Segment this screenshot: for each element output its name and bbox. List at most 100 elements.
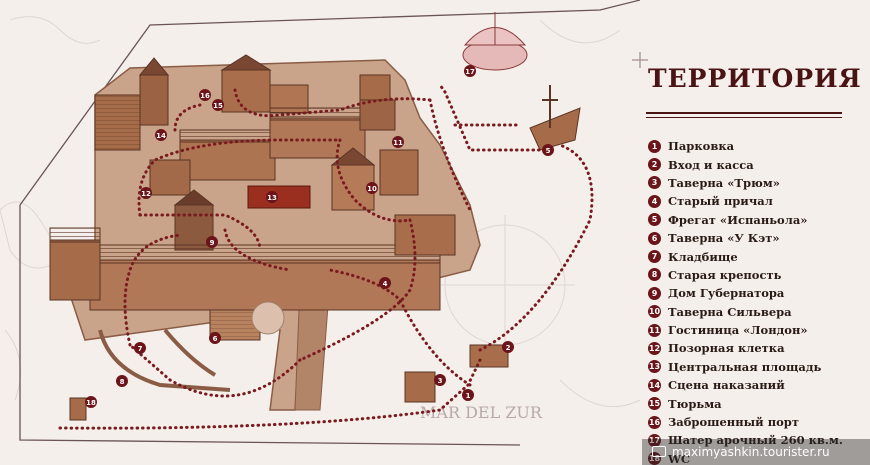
legend-label: Кладбище <box>668 249 738 264</box>
sea-label: MAR DEL ZUR <box>420 403 543 422</box>
svg-text:8: 8 <box>120 378 125 386</box>
fortress-wall <box>98 329 231 392</box>
marker-11: 11 <box>392 136 404 148</box>
marker-8: 8 <box>116 375 128 387</box>
svg-text:6: 6 <box>213 335 218 343</box>
legend-label: Таверна «У Кэт» <box>668 231 780 246</box>
legend-number-badge: 6 <box>648 231 661 245</box>
marker-14: 14 <box>155 129 167 141</box>
legend-number-badge: 3 <box>648 176 661 190</box>
svg-text:5: 5 <box>546 147 551 155</box>
legend-item: 7 Кладбище <box>648 247 868 265</box>
svg-text:10: 10 <box>367 185 377 193</box>
legend-number-badge: 13 <box>648 360 661 374</box>
legend-number-badge: 14 <box>648 378 661 392</box>
legend-label: Дом Губернатора <box>668 286 785 301</box>
svg-text:17: 17 <box>465 68 475 76</box>
legend-label: Гостиница «Лондон» <box>668 323 808 338</box>
legend-number-badge: 2 <box>648 158 661 172</box>
legend-label: WC <box>668 451 691 465</box>
legend-number-badge: 7 <box>648 250 661 264</box>
legend-label: Позорная клетка <box>668 341 785 356</box>
legend-label: Таверна Сильвера <box>668 304 792 319</box>
svg-text:4: 4 <box>383 280 388 288</box>
marker-17: 17 <box>464 65 476 77</box>
svg-text:7: 7 <box>138 345 143 353</box>
marker-5: 5 <box>542 144 554 156</box>
svg-text:1: 1 <box>466 392 471 400</box>
watermark-text: maximyashkin.tourister.ru <box>672 445 830 459</box>
marker-13: 13 <box>266 191 278 203</box>
svg-text:3: 3 <box>438 377 443 385</box>
svg-text:18: 18 <box>86 399 96 407</box>
marker-12: 12 <box>140 187 152 199</box>
legend-label: Центральная площадь <box>668 359 822 374</box>
svg-text:15: 15 <box>213 102 223 110</box>
svg-text:2: 2 <box>506 344 511 352</box>
svg-text:12: 12 <box>141 190 151 198</box>
svg-text:14: 14 <box>156 132 166 140</box>
legend-number-badge: 17 <box>648 433 661 447</box>
legend-item: 6 Таверна «У Кэт» <box>648 229 868 247</box>
legend-number-badge: 10 <box>648 305 661 319</box>
location-markers: 1 2 3 4 5 6 7 8 9 10 11 12 13 14 15 16 1… <box>85 65 554 408</box>
map-title: ТЕРРИТОРИЯ <box>648 64 862 93</box>
legend-label: Шатер арочный 260 кв.м. <box>668 433 843 448</box>
camera-icon <box>652 446 666 457</box>
tent-icon <box>462 12 528 71</box>
legend-number-badge: 4 <box>648 194 661 208</box>
legend-number-badge: 1 <box>648 139 661 153</box>
marker-9: 9 <box>206 236 218 248</box>
svg-text:16: 16 <box>200 92 210 100</box>
marker-6: 6 <box>209 332 221 344</box>
legend-item: 12 Позорная клетка <box>648 339 868 357</box>
legend-item: 4 Старый причал <box>648 192 868 210</box>
legend-label: Заброшенный порт <box>668 415 799 430</box>
frigate-icon <box>529 85 581 151</box>
legend-item: 13 Центральная площадь <box>648 358 868 376</box>
legend-item: 18 WC <box>648 450 868 465</box>
marker-7: 7 <box>134 342 146 354</box>
legend-number-badge: 5 <box>648 213 661 227</box>
legend-number-badge: 12 <box>648 341 661 355</box>
legend-label: Тюрьма <box>668 396 722 411</box>
marker-1: 1 <box>462 389 474 401</box>
marker-10: 10 <box>366 182 378 194</box>
legend-item: 3 Таверна «Трюм» <box>648 174 868 192</box>
legend-number-badge: 11 <box>648 323 661 337</box>
legend-item: 1 Парковка <box>648 137 868 155</box>
legend-label: Парковка <box>668 139 735 154</box>
marker-2: 2 <box>502 341 514 353</box>
fortress-wall-inner <box>163 328 217 377</box>
coast-outline <box>19 0 641 206</box>
legend-item: 16 Заброшенный порт <box>648 413 868 431</box>
marker-4: 4 <box>379 277 391 289</box>
marker-15: 15 <box>212 99 224 111</box>
legend-number-badge: 18 <box>648 452 661 465</box>
legend-item: 11 Гостиница «Лондон» <box>648 321 868 339</box>
legend-number-badge: 16 <box>648 415 661 429</box>
watermark: maximyashkin.tourister.ru <box>642 439 870 465</box>
marker-16: 16 <box>199 89 211 101</box>
svg-text:13: 13 <box>267 194 277 202</box>
tree-icon <box>251 301 285 335</box>
coast-outline-lower <box>19 205 521 446</box>
svg-text:9: 9 <box>210 239 215 247</box>
marker-18: 18 <box>85 396 97 408</box>
legend-item: 2 Вход и касса <box>648 155 868 173</box>
legend-label: Старая крепость <box>668 267 782 282</box>
legend-item: 10 Таверна Сильвера <box>648 303 868 321</box>
legend-label: Старый причал <box>668 194 773 209</box>
legend-label: Таверна «Трюм» <box>668 175 780 190</box>
title-divider <box>646 112 842 118</box>
fortress-ground <box>69 59 481 411</box>
svg-text:11: 11 <box>393 139 403 147</box>
legend-label: Вход и касса <box>668 157 754 172</box>
